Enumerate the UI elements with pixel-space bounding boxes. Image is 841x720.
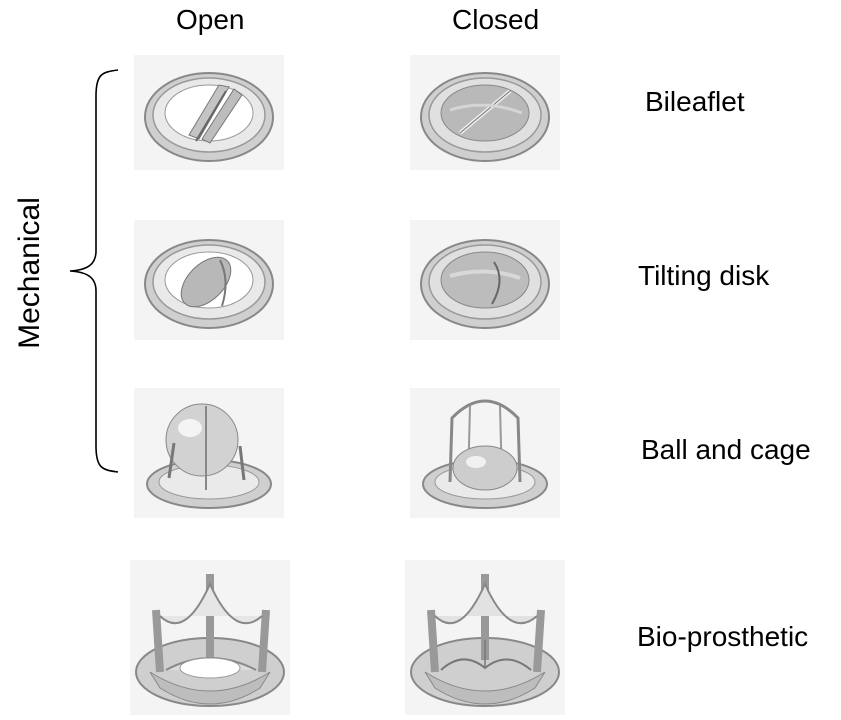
column-header-open: Open (176, 6, 245, 34)
row-label-ball-and-cage: Ball and cage (641, 436, 811, 464)
row-label-tilting-disk: Tilting disk (638, 262, 769, 290)
ball-cage-open-valve-icon (134, 388, 284, 518)
ball-cage-closed-valve-icon (410, 388, 560, 518)
bileaflet-open-valve-icon (134, 55, 284, 170)
tilting-disk-closed-valve-icon (410, 220, 560, 340)
row-label-bio-prosthetic: Bio-prosthetic (637, 623, 808, 651)
row-label-bileaflet: Bileaflet (645, 88, 745, 116)
group-label-mechanical: Mechanical (13, 193, 47, 353)
bioprosthetic-open-valve-icon (130, 560, 290, 715)
bioprosthetic-closed-valve-icon (405, 560, 565, 715)
tilting-disk-open-valve-icon (134, 220, 284, 340)
column-header-closed: Closed (452, 6, 539, 34)
mechanical-brace (66, 66, 126, 476)
bileaflet-closed-valve-icon (410, 55, 560, 170)
